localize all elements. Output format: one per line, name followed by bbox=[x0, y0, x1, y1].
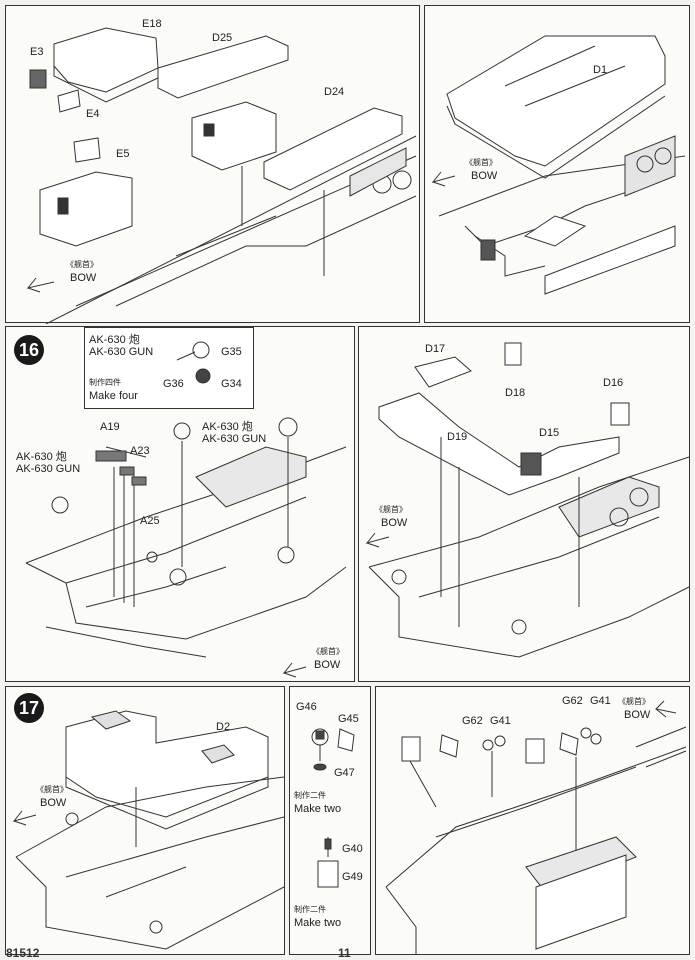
label-e3: E3 bbox=[30, 46, 44, 58]
label-d18: D18 bbox=[505, 387, 526, 399]
bow-label: BOW bbox=[40, 797, 67, 809]
label-e5: E5 bbox=[116, 148, 130, 160]
ak630-left: AK-630 GUN bbox=[16, 463, 81, 475]
label-g45: G45 bbox=[338, 713, 359, 725]
bow-cn-label: 《舰首》 bbox=[36, 785, 68, 794]
legend-g34: G34 bbox=[221, 378, 242, 390]
legend-ak630-make-four: AK-630 炮 AK-630 GUN 制作四件 Make four G35 G… bbox=[84, 327, 254, 409]
bow-label: BOW bbox=[471, 170, 498, 182]
bow-cn-label: 《舰首》 bbox=[375, 505, 407, 514]
legend-g36: G36 bbox=[163, 378, 184, 390]
bow-label: BOW bbox=[381, 517, 408, 529]
legend-g35: G35 bbox=[221, 346, 242, 358]
label-d25: D25 bbox=[212, 32, 233, 44]
bow-label: BOW bbox=[624, 709, 651, 721]
page-number: 11 bbox=[338, 946, 351, 960]
label-d15: D15 bbox=[539, 427, 560, 439]
label-g41-a: G41 bbox=[490, 715, 511, 727]
label-a25: A25 bbox=[140, 515, 160, 527]
label-e18: E18 bbox=[142, 18, 162, 30]
bow-cn-label: 《舰首》 bbox=[66, 260, 98, 269]
make-two-1: Make two bbox=[294, 803, 342, 815]
make-two-cn-1: 制作二件 bbox=[294, 791, 326, 800]
ak630-install-drawing bbox=[25, 417, 347, 678]
label-g46: G46 bbox=[296, 701, 317, 713]
bow-cn-label: 《舰首》 bbox=[618, 697, 650, 706]
label-d1: D1 bbox=[593, 64, 608, 76]
panel-step17-left: 17 D2 《舰首》 BOW bbox=[5, 686, 285, 955]
bow-cn-label: 《舰首》 bbox=[312, 647, 344, 656]
step-number-17: 17 bbox=[14, 693, 44, 723]
label-e4: E4 bbox=[86, 108, 100, 120]
label-d17: D17 bbox=[425, 343, 446, 355]
step-number-16: 16 bbox=[14, 335, 44, 365]
mast-install-drawing bbox=[385, 700, 687, 955]
bow-cn-label: 《舰首》 bbox=[465, 158, 497, 167]
legend-gun-drawing bbox=[176, 341, 211, 384]
bulkhead-install-drawing bbox=[365, 342, 690, 658]
label-g47: G47 bbox=[334, 767, 355, 779]
label-g62-b: G62 bbox=[562, 695, 583, 707]
label-g40: G40 bbox=[342, 843, 363, 855]
bow-label: BOW bbox=[314, 659, 341, 671]
label-g49: G49 bbox=[342, 871, 363, 883]
subassembly-drawing bbox=[311, 728, 355, 888]
label-g62-a: G62 bbox=[462, 715, 483, 727]
label-d24: D24 bbox=[324, 86, 345, 98]
ak630-right-cn: AK-630 炮 bbox=[202, 421, 253, 433]
hull-assembly-drawing bbox=[26, 27, 417, 324]
label-d2: D2 bbox=[216, 721, 231, 733]
panel-step16-right: D17 D18 D16 D19 D15 《舰首》 BOW bbox=[358, 326, 690, 682]
deck-d2-drawing bbox=[12, 710, 285, 950]
panel-top-right: D1 《舰首》 BOW bbox=[424, 5, 690, 323]
panel-step17-right: G62 G41 G62 G41 《舰首》 BOW bbox=[375, 686, 690, 955]
make-two-2: Make two bbox=[294, 917, 342, 929]
product-code: 81512 bbox=[6, 946, 40, 960]
bow-label: BOW bbox=[70, 272, 97, 284]
label-g41-b: G41 bbox=[590, 695, 611, 707]
ak630-left-cn: AK-630 炮 bbox=[16, 451, 67, 463]
label-a23: A23 bbox=[130, 445, 150, 457]
label-d16: D16 bbox=[603, 377, 624, 389]
legend-make-cn: 制作四件 bbox=[89, 378, 121, 387]
panel-top-left: E18 E3 E4 E5 D25 D24 《舰首》 BOW bbox=[5, 5, 420, 324]
legend-ak630: AK-630 GUN bbox=[89, 346, 154, 358]
label-d19: D19 bbox=[447, 431, 468, 443]
make-two-cn-2: 制作二件 bbox=[294, 905, 326, 914]
panel-step17-middle: G46 G45 G47 制作二件 Make two G40 G49 制作二件 M… bbox=[289, 686, 371, 955]
label-a19: A19 bbox=[100, 421, 120, 433]
legend-ak630-cn: AK-630 炮 bbox=[89, 334, 140, 346]
ak630-right: AK-630 GUN bbox=[202, 433, 267, 445]
deck-d1-drawing bbox=[431, 35, 686, 295]
legend-make: Make four bbox=[89, 390, 138, 402]
panel-step16-left: 16 AK-630 炮 AK-630 GUN 制作四件 Make four G3… bbox=[5, 326, 355, 682]
